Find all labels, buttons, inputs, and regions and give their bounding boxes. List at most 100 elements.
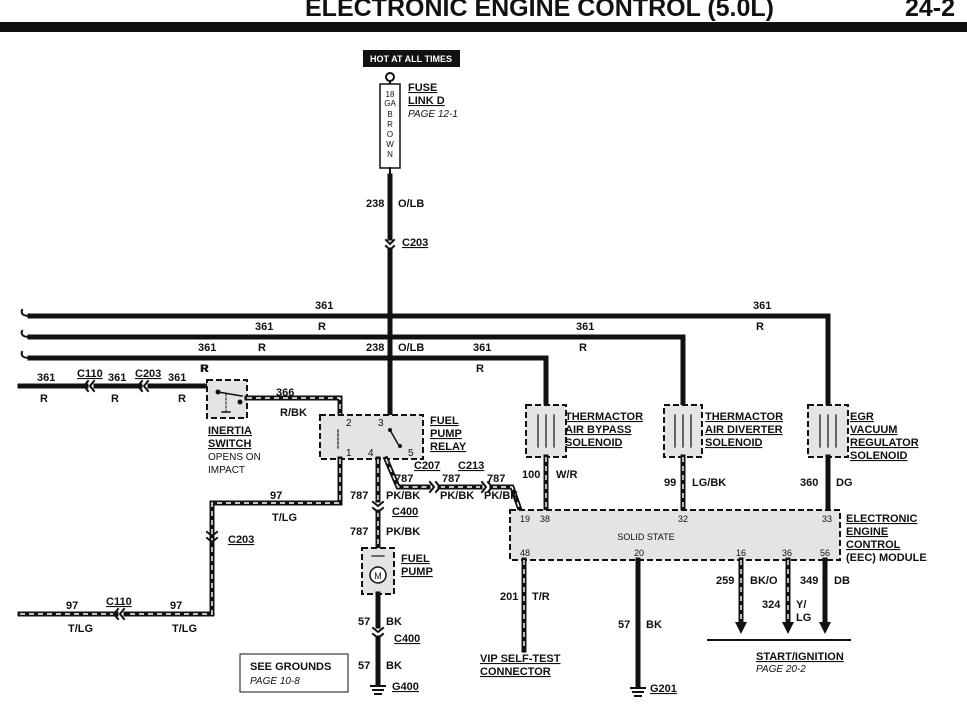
wire-361-label: 361 — [108, 372, 126, 384]
relay-label-2: PUMP — [430, 428, 462, 440]
wire-238b-color: O/LB — [398, 342, 424, 354]
eec-pin: 48 — [520, 548, 530, 558]
wire-r-label: R — [200, 363, 208, 375]
page-title: ELECTRONIC ENGINE CONTROL (5.0L) — [305, 0, 774, 22]
wire-57-label: 57 — [358, 660, 370, 672]
wire-97-label: 97 — [66, 600, 78, 612]
vip-label-2: CONNECTOR — [480, 666, 551, 678]
egr-label-2: VACUUM — [850, 424, 897, 436]
wire-r-label: R — [476, 363, 484, 375]
fuse-color-letter: B — [387, 110, 392, 119]
hot-label-box — [363, 50, 460, 67]
wire-97-color: T/LG — [68, 623, 93, 635]
inertia-switch — [206, 379, 248, 419]
wire-97 — [17, 456, 343, 621]
egr-label-3: REGULATOR — [850, 437, 919, 449]
wire-366 — [244, 395, 343, 418]
relay-label-3: RELAY — [430, 441, 467, 453]
eec-pin: 38 — [540, 514, 550, 524]
wire-349-label: 349 — [800, 575, 818, 587]
eec-pin: 56 — [820, 548, 830, 558]
see-grounds-label: SEE GROUNDS — [250, 661, 331, 673]
connector-c203: C203 — [135, 368, 161, 380]
wire-57-label: 57 — [358, 616, 370, 628]
wire-787-color: PK/BK — [386, 526, 420, 538]
wire-99-color: LG/BK — [692, 477, 726, 489]
fuse-color-letter: O — [387, 130, 393, 139]
connector-c110-bottom: C110 — [106, 596, 132, 608]
relay-pin: 4 — [368, 448, 374, 459]
thermactor-air-bypass-solenoid — [525, 404, 567, 513]
wire-361-bus — [20, 308, 831, 408]
header-rule — [0, 22, 967, 32]
start-ignition-wires — [707, 557, 851, 641]
page-header: ELECTRONIC ENGINE CONTROL (5.0L) 24-2 — [0, 0, 967, 32]
relay-pin: 5 — [408, 448, 414, 459]
vip-label-1: VIP SELF-TEST — [480, 653, 561, 665]
eec-label-1: ELECTRONIC — [846, 513, 918, 525]
wire-r-label: R — [318, 321, 326, 333]
connector-c400-bottom: C400 — [394, 633, 420, 645]
ground-g201: G201 — [650, 683, 677, 695]
inertia-note-1: OPENS ON — [208, 452, 261, 463]
wire-361-label: 361 — [315, 300, 333, 312]
wire-787-label: 787 — [395, 473, 413, 485]
wire-201-color: T/R — [532, 591, 550, 603]
wire-787-label: 787 — [487, 473, 505, 485]
wire-361-label: 361 — [37, 372, 55, 384]
see-grounds-box — [239, 653, 349, 693]
relay-pin: 3 — [378, 418, 384, 429]
pump-label-1: FUEL — [401, 553, 430, 565]
wire-97-label: 97 — [170, 600, 182, 612]
fuse-gauge-2: GA — [384, 99, 396, 108]
wire-787-color: PK/BK — [440, 490, 474, 502]
eec-pin: 20 — [634, 548, 644, 558]
wire-787-color: PK/BK — [386, 490, 420, 502]
fuse-name-2: LINK D — [408, 95, 445, 107]
eec-pin: 19 — [520, 514, 530, 524]
page-number: 24-2 — [905, 0, 955, 22]
fuse-color-letter: R — [387, 120, 393, 129]
wire-259-label: 259 — [716, 575, 734, 587]
wire-361-label: 361 — [473, 342, 491, 354]
tab-label-3: SOLENOID — [565, 437, 623, 449]
wire-366-color: R/BK — [280, 407, 307, 419]
eec-label-4: (EEC) MODULE — [846, 552, 927, 564]
connector-c110: C110 — [77, 368, 103, 380]
connector-c203-mid: C203 — [228, 534, 254, 546]
wire-324-color: LG — [796, 612, 811, 624]
relay-pin: 2 — [346, 418, 352, 429]
eec-label-2: ENGINE — [846, 526, 888, 538]
eec-pin: 16 — [736, 548, 746, 558]
wire-r-label: R — [40, 393, 48, 405]
wire-324-color: Y/ — [796, 599, 806, 611]
eec-pin: 33 — [822, 514, 832, 524]
wire-238-number: 238 — [366, 198, 384, 210]
hot-label: HOT AT ALL TIMES — [370, 54, 452, 64]
wire-787-label: 787 — [350, 526, 368, 538]
wire-57-color: BK — [646, 619, 662, 631]
wire-99-label: 99 — [664, 477, 676, 489]
see-grounds-ref: PAGE 10-8 — [250, 676, 300, 687]
wire-787-label: 787 — [442, 473, 460, 485]
wire-349-color: DB — [834, 575, 850, 587]
thermactor-air-diverter-solenoid — [663, 404, 703, 513]
egr-vacuum-regulator-solenoid — [807, 404, 849, 513]
wire-r-label: R — [111, 393, 119, 405]
wire-100-label: 100 — [522, 469, 540, 481]
connector-c213: C213 — [458, 460, 484, 472]
wire-238 — [384, 173, 396, 418]
wire-201-label: 201 — [500, 591, 518, 603]
wire-r-label: R — [258, 342, 266, 354]
inertia-note-2: IMPACT — [208, 465, 245, 476]
fuse-ref: PAGE 12-1 — [408, 109, 458, 120]
wire-787-label: 787 — [350, 490, 368, 502]
wire-361-label: 361 — [168, 372, 186, 384]
fuel-pump-relay: 2 3 1 4 5 — [319, 414, 424, 460]
wire-r-label: R — [756, 321, 764, 333]
fuse-link: 18 GA B R O W N — [379, 80, 401, 177]
wire-r-label: R — [201, 363, 209, 375]
wire-360-label: 360 — [800, 477, 818, 489]
fuse-name: FUSE — [408, 82, 437, 94]
